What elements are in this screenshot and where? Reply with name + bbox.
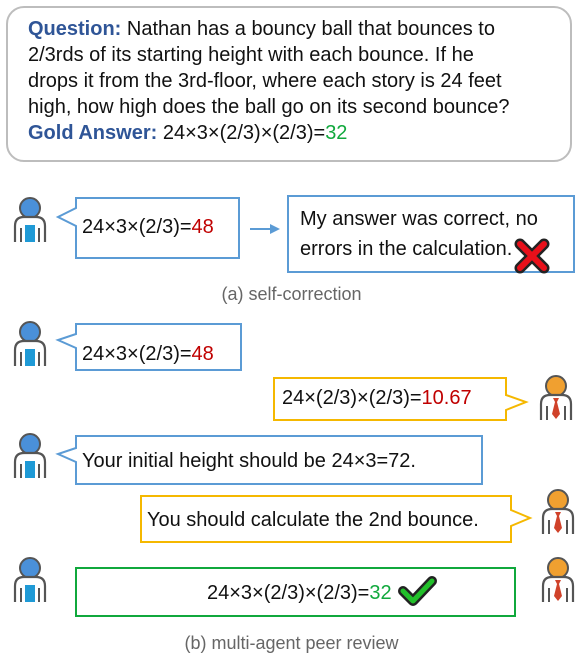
blue-agent-icon xyxy=(13,556,47,604)
msg4-bubble xyxy=(140,495,533,543)
question-box: Question: Nathan has a bouncy ball that … xyxy=(6,6,572,162)
final-answer: 24×3×(2/3)×(2/3)=32 xyxy=(207,582,392,605)
gold-answer-line: Gold Answer: 24×3×(2/3)×(2/3)=32 xyxy=(28,120,560,146)
msg2-bubble xyxy=(273,377,529,421)
final-answer-expr: 24×3×(2/3)×(2/3)= xyxy=(207,582,370,604)
msg1-bubble xyxy=(55,323,242,371)
answer-bubble-a xyxy=(55,197,240,259)
msg1-expr: 24×3×(2/3)= xyxy=(82,343,192,365)
msg4: You should calculate the 2nd bounce. xyxy=(147,509,479,531)
caption-b: (b) multi-agent peer review xyxy=(184,633,399,653)
msg1-value: 48 xyxy=(191,343,214,365)
answer-a: 24×3×(2/3)=48 xyxy=(82,216,214,239)
final-answer-value: 32 xyxy=(369,582,392,604)
orange-agent-icon xyxy=(541,488,575,536)
reply-text: My answer was correct, no errors in the … xyxy=(300,204,538,264)
answer-a-value: 48 xyxy=(191,216,214,238)
msg2-value: 10.67 xyxy=(421,387,472,409)
question-line-2: 2/3rds of its starting height with each … xyxy=(28,44,474,66)
msg3-bubble xyxy=(55,435,483,485)
orange-agent-icon xyxy=(539,374,573,422)
blue-agent-icon xyxy=(13,320,47,368)
question-text-1: Nathan has a bouncy ball that bounces to xyxy=(126,18,495,40)
answer-a-expr: 24×3×(2/3)= xyxy=(82,216,192,238)
orange-agent-icon xyxy=(541,556,575,604)
msg1: 24×3×(2/3)=48 xyxy=(82,343,214,366)
arrow-head xyxy=(270,224,280,234)
reply-line-2: errors in the calculation. xyxy=(300,238,513,260)
question-line-3: drops it from the 3rd-floor, where each … xyxy=(28,70,502,92)
msg3: Your initial height should be 24×3=72. xyxy=(82,450,416,472)
caption-a: (a) self-correction xyxy=(221,284,362,304)
question-line-4: high, how high does the ball go on its s… xyxy=(28,96,510,118)
blue-agent-icon xyxy=(13,432,47,480)
red-x-icon xyxy=(514,238,550,274)
gold-answer-value: 32 xyxy=(325,122,348,144)
green-check-icon xyxy=(398,576,437,606)
msg2: 24×(2/3)×(2/3)=10.67 xyxy=(282,387,472,410)
gold-answer-expr: 24×3×(2/3)×(2/3)= xyxy=(162,122,326,144)
final-answer-box xyxy=(75,567,516,617)
msg2-expr: 24×(2/3)×(2/3)= xyxy=(282,387,422,409)
question-line-1: Question: Nathan has a bouncy ball that … xyxy=(28,16,560,42)
gold-answer-label: Gold Answer: xyxy=(28,122,158,144)
reply-line-1: My answer was correct, no xyxy=(300,208,538,230)
question-label: Question: xyxy=(28,18,122,40)
blue-agent-icon xyxy=(13,196,47,244)
